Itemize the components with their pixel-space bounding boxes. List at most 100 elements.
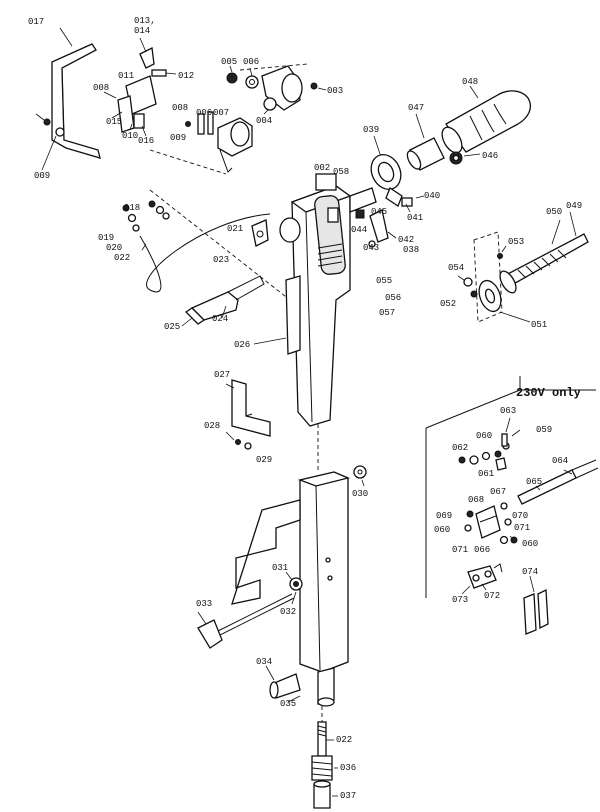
label-036: 036: [340, 763, 356, 773]
label-006-b: 006: [196, 108, 212, 118]
pin-spring-036-037: [311, 706, 338, 809]
label-041: 041: [407, 213, 423, 223]
label-033: 033: [196, 599, 212, 609]
small-parts-052-054: [457, 245, 507, 298]
label-060-a: 060: [476, 431, 492, 441]
label-024: 024: [212, 314, 228, 324]
switch-assembly-011: [103, 37, 177, 137]
label-028: 028: [204, 421, 220, 431]
flange-051: [478, 279, 531, 323]
label-050: 050: [546, 207, 562, 217]
label-071-b: 071: [452, 545, 468, 555]
label-058: 058: [333, 167, 349, 177]
label-009-b: 009: [170, 133, 186, 143]
clamp-ring-039: [370, 135, 403, 207]
label-049: 049: [566, 201, 582, 211]
nut-046: [449, 151, 481, 165]
label-021: 021: [227, 224, 243, 234]
label-060-c: 060: [522, 539, 538, 549]
label-053: 053: [508, 237, 524, 247]
label-054: 054: [448, 263, 464, 273]
label-065: 065: [526, 477, 542, 487]
label-071-a: 071: [514, 523, 530, 533]
label-061: 061: [478, 469, 494, 479]
label-044: 044: [351, 225, 367, 235]
switch-block-066-068: [464, 502, 518, 545]
label-006-a: 006: [243, 57, 259, 67]
label-017: 017: [28, 17, 44, 27]
small-parts-040-045: [355, 195, 425, 248]
label-035: 035: [280, 699, 296, 709]
label-032: 032: [280, 607, 296, 617]
label-056: 056: [385, 293, 401, 303]
panel-026: [253, 275, 301, 355]
label-068: 068: [468, 495, 484, 505]
label-073: 073: [452, 595, 468, 605]
cover-plate-017: [51, 27, 101, 159]
bracket-027: [225, 379, 271, 450]
knob-031-032: [285, 571, 303, 605]
label-070: 070: [512, 511, 528, 521]
main-housing-002: [279, 173, 377, 470]
label-003: 003: [327, 86, 343, 96]
label-048: 048: [462, 77, 478, 87]
label-016: 016: [138, 136, 154, 146]
label-007: 007: [213, 108, 229, 118]
label-014: 014: [134, 26, 150, 36]
label-029: 029: [256, 455, 272, 465]
cord-064-065: [517, 459, 599, 505]
label-064: 064: [552, 456, 568, 466]
label-023: 023: [213, 255, 229, 265]
label-060-b: 060: [434, 525, 450, 535]
label-057: 057: [379, 308, 395, 318]
label-045: 045: [371, 207, 387, 217]
label-013: 013,: [134, 16, 156, 26]
label-043: 043: [363, 243, 379, 253]
label-062: 062: [452, 443, 468, 453]
label-018: 018: [124, 203, 140, 213]
terminal-072-073: [461, 563, 503, 595]
label-011: 011: [118, 71, 134, 81]
label-026: 026: [234, 340, 250, 350]
voltage-note: 230V only: [516, 386, 581, 400]
label-022-b: 022: [336, 735, 352, 745]
rod-033: [197, 593, 295, 649]
handle-grip-048: [441, 85, 532, 154]
label-002: 002: [314, 163, 330, 173]
label-059: 059: [536, 425, 552, 435]
label-042: 042: [398, 235, 414, 245]
label-012: 012: [178, 71, 194, 81]
label-066: 066: [474, 545, 490, 555]
label-052: 052: [440, 299, 456, 309]
screw-008-009-left: [35, 113, 65, 171]
connector-074: [523, 575, 549, 635]
inset-230v-box: [425, 376, 596, 598]
label-009-a: 009: [34, 171, 50, 181]
label-008-a: 008: [93, 83, 109, 93]
lever-025: [181, 275, 265, 327]
label-019: 019: [98, 233, 114, 243]
cable-assembly-022: [122, 189, 291, 301]
label-039: 039: [363, 125, 379, 135]
bracket-plate: [231, 499, 301, 605]
bolt-034: [265, 665, 301, 703]
label-015: 015: [106, 117, 122, 127]
label-004: 004: [256, 116, 272, 126]
label-031: 031: [272, 563, 288, 573]
label-005: 005: [221, 57, 237, 67]
label-027: 027: [214, 370, 230, 380]
label-037: 037: [340, 791, 356, 801]
label-072: 072: [484, 591, 500, 601]
label-010: 010: [122, 131, 138, 141]
label-051: 051: [531, 320, 547, 330]
part-labels: 017 013, 014 012 011 015 010 016 008 009…: [28, 16, 582, 801]
label-025: 025: [164, 322, 180, 332]
label-020: 020: [106, 243, 122, 253]
label-047: 047: [408, 103, 424, 113]
label-055: 055: [376, 276, 392, 286]
label-074: 074: [522, 567, 538, 577]
motor-brush-holder-007: [149, 111, 253, 175]
label-067: 067: [490, 487, 506, 497]
label-063: 063: [500, 406, 516, 416]
